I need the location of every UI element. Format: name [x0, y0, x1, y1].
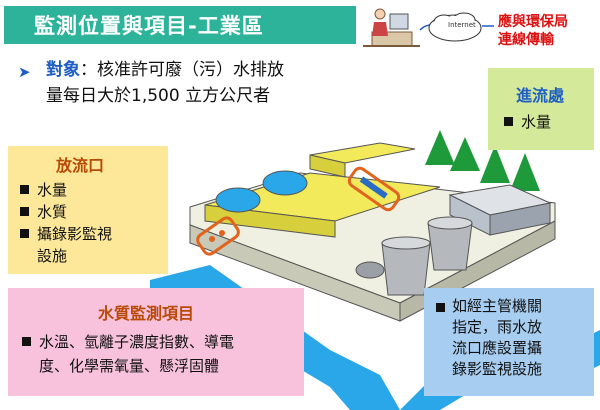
- water-quality-panel: 水質監測項目 水溫、氫離子濃度指數、導電 度、化學需氧量、懸浮固體: [8, 288, 304, 396]
- outlet-item: 攝錄影監視: [20, 224, 112, 244]
- page-title-text: 監測位置與項目-工業區: [34, 14, 264, 38]
- square-bullet-icon: [504, 117, 513, 126]
- camera-note-text: 如經主管機關 指定，雨水放 流口應設置攝 錄影監視設施: [452, 296, 542, 380]
- subject-line-2: 量每日大於1,500 立方公尺者: [46, 86, 271, 106]
- internet-label: Internet: [448, 21, 476, 29]
- square-bullet-icon: [20, 229, 29, 238]
- treatment-tanks: [204, 170, 441, 238]
- inflow-camera-marker: [347, 166, 401, 212]
- epa-label-line1: 應與環保局: [498, 14, 568, 30]
- subject-keyword: 對象: [46, 60, 80, 80]
- epa-label-line2: 連線傳輸: [498, 32, 554, 48]
- camera-note-line: 流口應設置攝: [452, 339, 543, 357]
- outlet-item-text: 水質: [37, 203, 68, 221]
- square-bullet-icon: [436, 303, 445, 312]
- outlet-item-continuation: 設施: [37, 247, 68, 265]
- quality-title: 水質監測項目: [98, 304, 195, 323]
- trees: [425, 130, 540, 191]
- inflow-item-text: 水量: [521, 113, 552, 131]
- outlet-item-text: 水量: [37, 181, 68, 199]
- internet-cloud-icon: [428, 12, 482, 42]
- square-bullet-icon: [22, 337, 31, 346]
- inflow-item: 水量: [504, 112, 551, 132]
- arrow-bullet-icon: ➤: [18, 63, 31, 81]
- square-bullet-icon: [20, 185, 29, 194]
- camera-note-line: 如經主管機關: [452, 297, 543, 315]
- quality-line-2: 度、化學需氧量、懸浮固體: [39, 357, 220, 375]
- subject-line-1-text: ：核准許可廢（污）水排放: [80, 60, 284, 80]
- square-bullet-icon: [20, 207, 29, 216]
- outlet-item: 水質: [20, 202, 67, 222]
- outlet-panel: 放流口 水量 水質 攝錄影監視 設施: [8, 146, 168, 274]
- quality-line-1-text: 水溫、氫離子濃度指數、導電: [39, 333, 235, 351]
- outlet-item-text: 攝錄影監視: [37, 225, 113, 243]
- cooling-towers: [355, 216, 473, 296]
- outlet-item: 水量: [20, 180, 67, 200]
- inflow-title: 進流處: [516, 86, 565, 105]
- camera-note-line: 指定，雨水放: [452, 318, 543, 336]
- inflow-panel: 進流處 水量: [488, 68, 594, 150]
- person-at-computer-icon: [363, 8, 420, 47]
- epa-connection-label: 應與環保局 連線傳輸: [498, 13, 568, 49]
- outlet-camera-marker: [196, 216, 240, 256]
- camera-note-line: 錄影監視設施: [452, 360, 543, 378]
- subject-line-1: 對象：核准許可廢（污）水排放: [46, 58, 284, 83]
- rainwater-camera-note: 如經主管機關 指定，雨水放 流口應設置攝 錄影監視設施: [424, 288, 594, 396]
- quality-line-1: 水溫、氫離子濃度指數、導電: [22, 332, 234, 352]
- outlet-title: 放流口: [56, 156, 105, 175]
- page-title: 監測位置與項目-工業區: [4, 6, 356, 44]
- network-illustration: [363, 8, 494, 47]
